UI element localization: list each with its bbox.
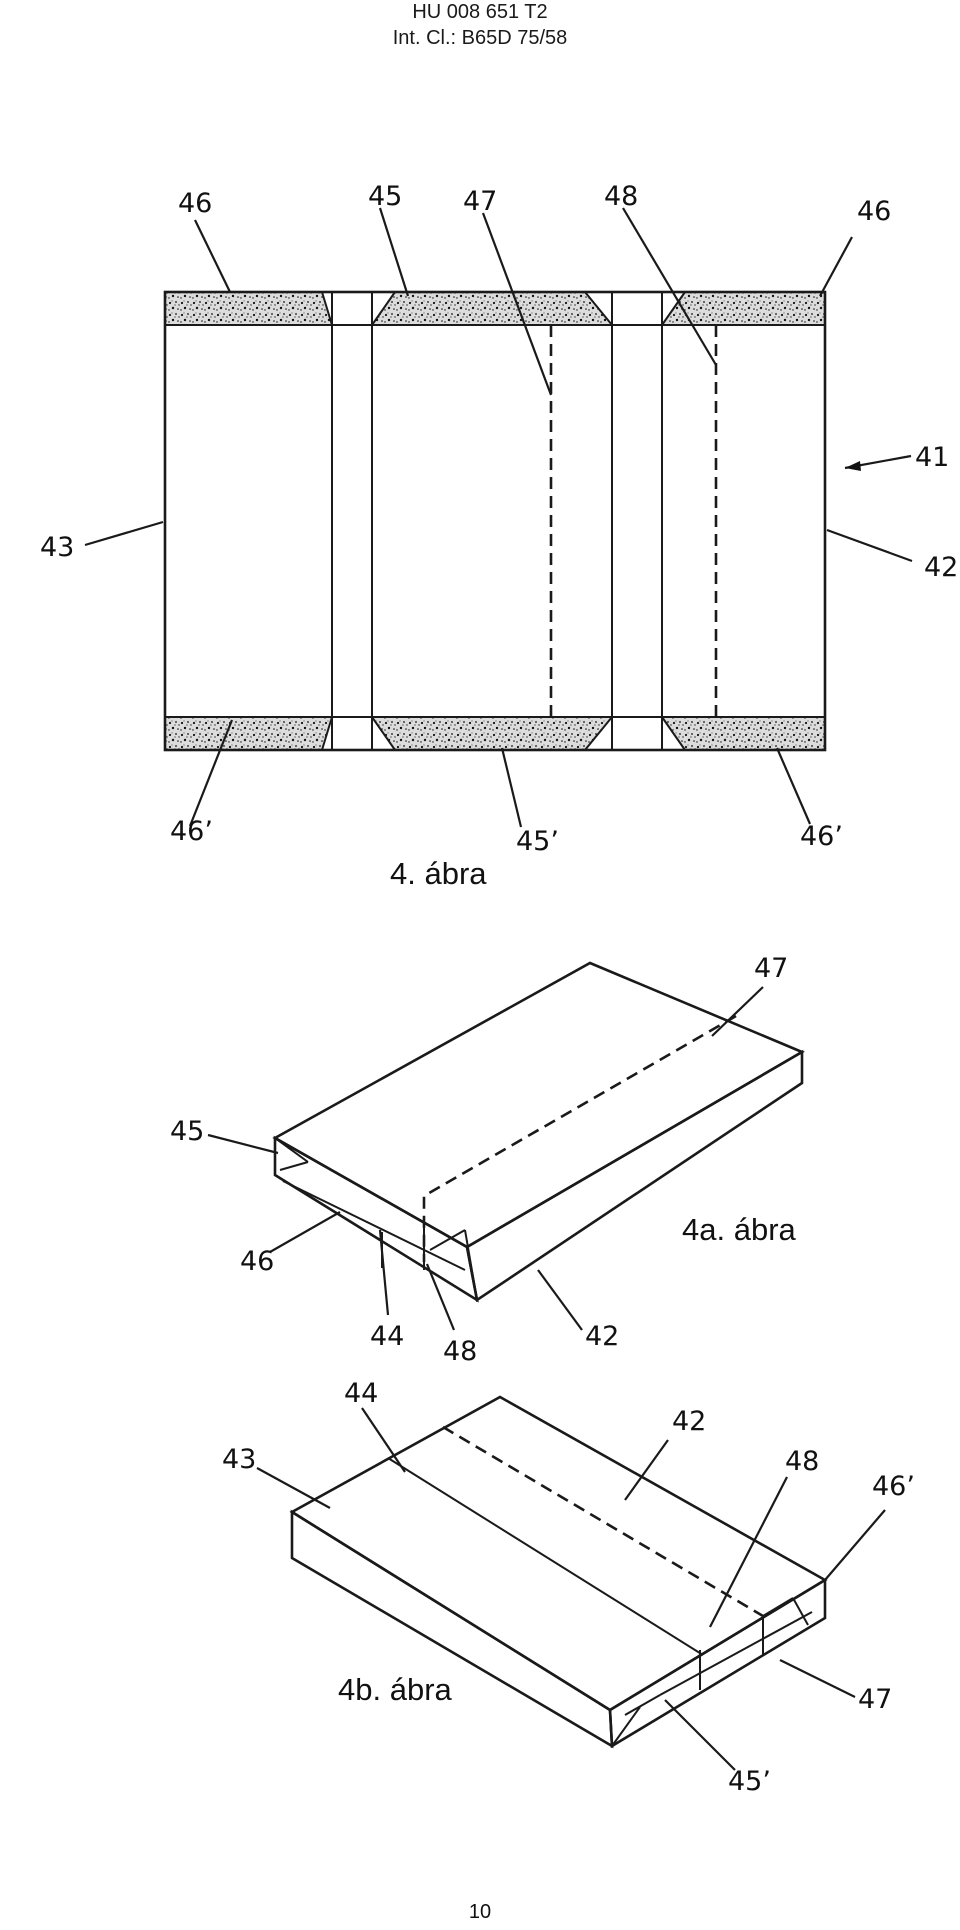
page-number: 10	[469, 1901, 491, 1923]
ref-48: 48	[443, 1336, 477, 1367]
ref-46p-bottom-left: 46’	[170, 816, 213, 847]
ref-47: 47	[858, 1684, 892, 1715]
ref-47: 47	[754, 953, 788, 984]
ref-45p: 45’	[728, 1766, 771, 1797]
ref-45: 45	[170, 1116, 204, 1147]
ref-45p: 45’	[516, 826, 559, 857]
adhesive-strips-bottom	[165, 717, 825, 750]
panel-fold-lines	[331, 292, 663, 750]
ref-42: 42	[585, 1321, 619, 1352]
ref-47: 47	[463, 186, 497, 217]
seam-44	[387, 1457, 704, 1656]
ref-42: 42	[672, 1406, 706, 1437]
ref-42: 42	[924, 552, 958, 583]
reference-leaders	[256, 1407, 886, 1771]
package-right-face	[465, 1049, 804, 1303]
flap-cuts-bottom	[321, 716, 686, 751]
figure-4b-caption: 4b. ábra	[338, 1672, 453, 1707]
ref-45: 45	[368, 181, 402, 212]
ref-46: 46	[240, 1246, 274, 1277]
ref-46p-bottom-right: 46’	[800, 821, 843, 852]
end-flap-detail	[611, 1597, 813, 1747]
ref-48: 48	[785, 1446, 819, 1477]
ref-43: 43	[222, 1444, 256, 1475]
figure-4-caption: 4. ábra	[390, 856, 487, 891]
ref-46-top-left: 46	[178, 188, 212, 219]
folded-flap-detail	[274, 1137, 478, 1301]
figure-4a: 47 45 46 44 48 42 4a. ábra	[170, 953, 805, 1367]
ref-48: 48	[604, 181, 638, 212]
blank-outline	[163, 290, 827, 752]
ref-44: 44	[370, 1321, 404, 1352]
ref-46-top-right: 46	[857, 196, 891, 227]
ref-46p: 46’	[872, 1471, 915, 1502]
tear-line-47	[422, 1014, 737, 1262]
ref-43: 43	[40, 532, 74, 563]
figure-4: 46 45 47 48 46 41 43 42 46’ 45’ 46’ 4. á…	[40, 181, 958, 891]
package-top-face	[289, 1395, 828, 1712]
reference-leaders	[84, 207, 913, 828]
classification: Int. Cl.: B65D 75/58	[392, 27, 568, 49]
tear-line-48	[442, 1425, 764, 1618]
reference-leaders	[207, 986, 764, 1331]
package-front-face	[290, 1509, 614, 1749]
ref-44: 44	[344, 1378, 378, 1409]
adhesive-strips-top	[165, 292, 825, 325]
figure-4a-caption: 4a. ábra	[682, 1212, 797, 1247]
document-number: HU 008 651 T2	[412, 1, 548, 23]
figure-4b: 44 42 43 48 46’ 47 45’ 4b. ábra	[222, 1378, 915, 1797]
ref-41: 41	[915, 442, 949, 473]
flap-cuts-top	[321, 291, 686, 326]
